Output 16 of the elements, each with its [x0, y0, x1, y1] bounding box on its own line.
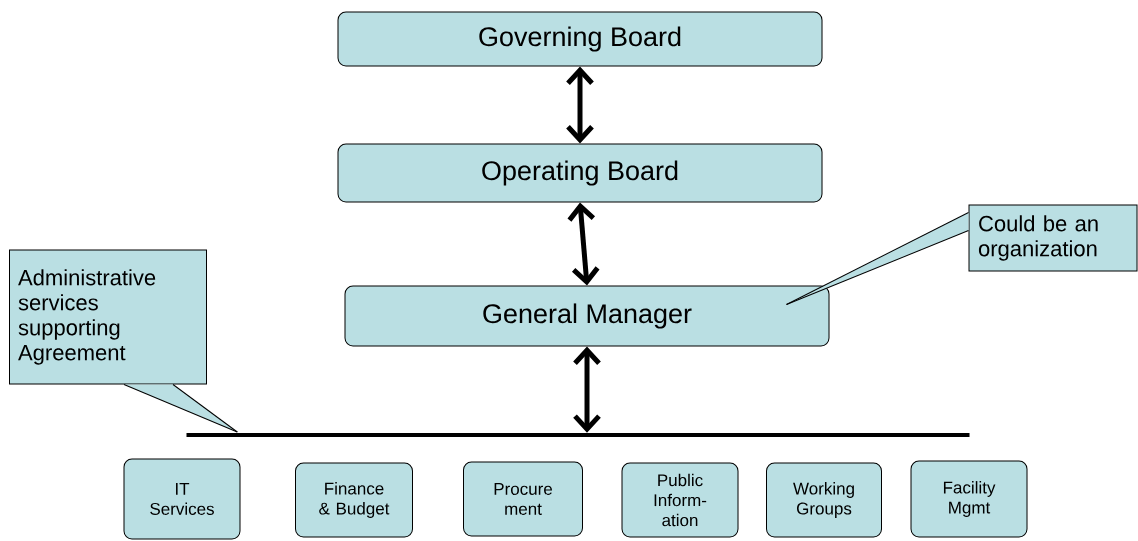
leader-line [786, 212, 969, 305]
unit-box: Facility Mgmt [910, 460, 1028, 538]
unit-box: Finance & Budget [295, 462, 413, 538]
unit-box: IT Services [123, 458, 241, 540]
node-label: Could be an organization [978, 215, 1098, 261]
unit-box: Procure ment [463, 461, 583, 537]
unit-box: Public Inform- ation [621, 462, 739, 538]
callout-box: Could be an organization [786, 204, 1138, 305]
unit-box: Working Groups [766, 462, 882, 538]
org-box: Governing Board [337, 11, 823, 67]
org-box: General Manager [344, 285, 830, 347]
double-arrow [573, 346, 601, 433]
org-box: Operating Board [337, 143, 823, 203]
double-arrow [566, 66, 594, 144]
callout-box: Administrative services supporting Agreement [9, 249, 238, 433]
double-arrow [567, 202, 600, 286]
